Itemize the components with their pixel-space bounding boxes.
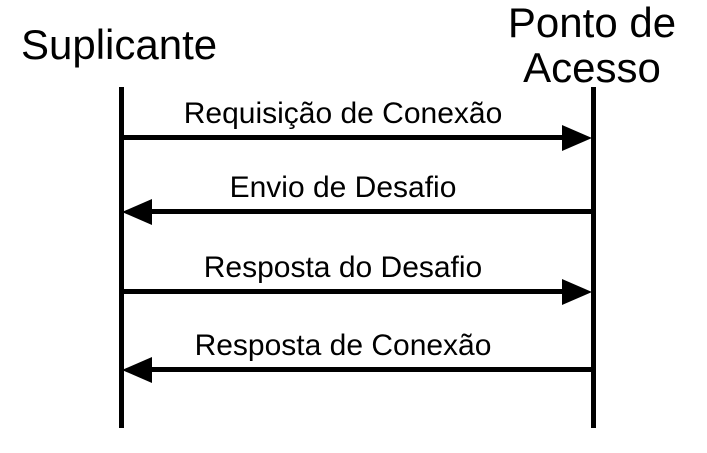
actor-label-suplicante: Suplicante	[21, 22, 217, 67]
arrow-shaft	[147, 209, 593, 214]
arrowhead-left-icon	[122, 357, 152, 383]
actor-label-line: Suplicante	[21, 21, 218, 68]
message-arrow-requisicao-de-conexao	[121, 125, 593, 151]
lifeline-ponto-de-acesso	[591, 87, 596, 428]
message-label-resposta-de-conexao: Resposta de Conexão	[194, 329, 492, 362]
message-arrow-envio-de-desafio	[121, 199, 593, 225]
message-arrow-resposta-de-conexao	[121, 357, 593, 383]
message-label-resposta-do-desafio: Resposta do Desafio	[203, 251, 483, 284]
arrow-shaft	[147, 367, 593, 372]
arrowhead-left-icon	[122, 199, 152, 225]
actor-label-ponto-de-acesso: Ponto de Acesso	[482, 0, 702, 90]
message-arrow-resposta-do-desafio	[121, 279, 593, 305]
arrowhead-right-icon	[562, 279, 592, 305]
arrow-shaft	[121, 135, 567, 140]
arrowhead-right-icon	[562, 125, 592, 151]
arrow-shaft	[121, 289, 567, 294]
lifeline-suplicante	[119, 87, 124, 428]
actor-label-line: Acesso	[523, 44, 661, 91]
message-label-requisicao-de-conexao: Requisição de Conexão	[183, 97, 503, 130]
message-label-envio-de-desafio: Envio de Desafio	[229, 171, 457, 204]
actor-label-line: Ponto de	[507, 0, 677, 46]
